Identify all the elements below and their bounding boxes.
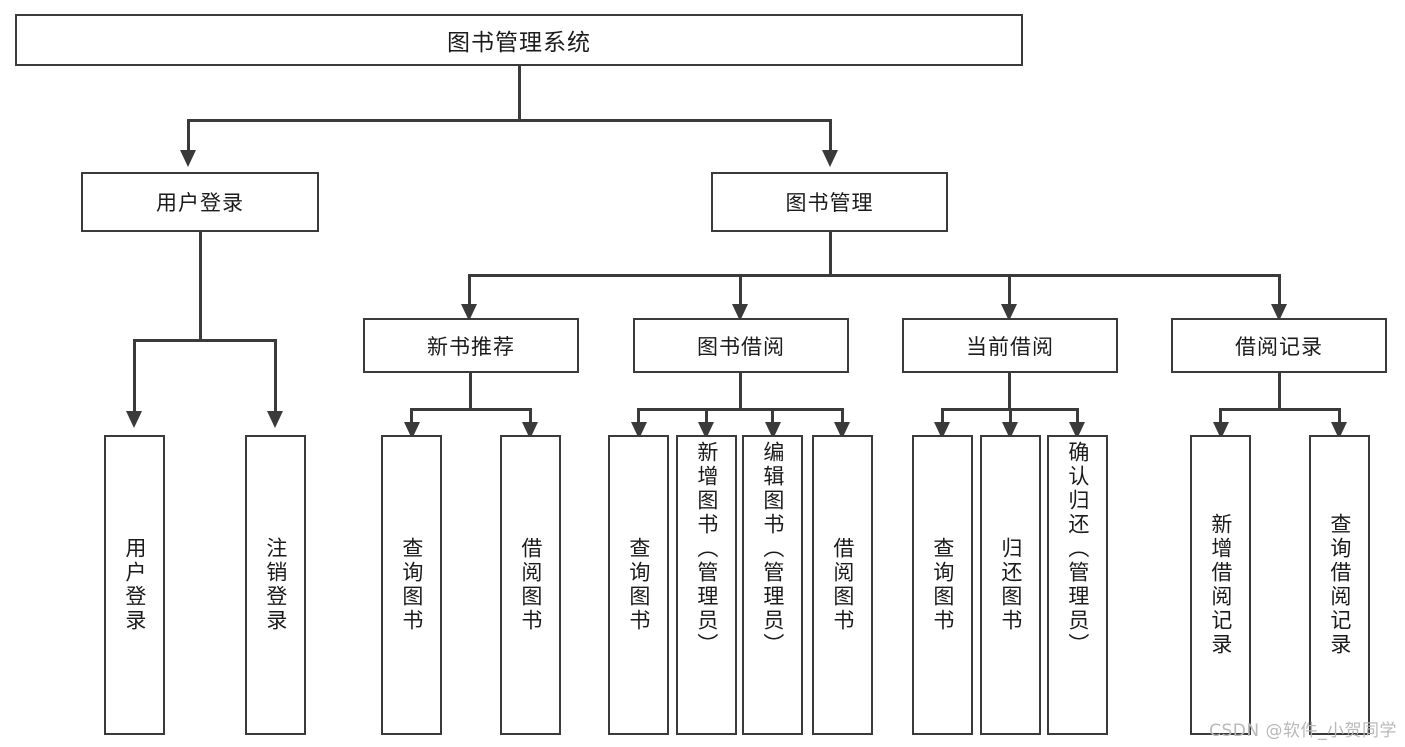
node-leaf-edit-book[interactable]: 编辑图书（管理员） <box>742 435 803 735</box>
connector-current-borrow-drop-1 <box>941 408 944 426</box>
arrow-to-leaf-query-book-1 <box>404 422 420 439</box>
node-label: 确认归还（管理员） <box>1065 441 1090 657</box>
connector-root-to-book-manage <box>829 119 832 151</box>
node-book-borrow[interactable]: 图书借阅 <box>633 318 849 373</box>
node-leaf-query-book-2[interactable]: 查询图书 <box>608 435 669 735</box>
connector-book-manage-stem <box>829 232 832 274</box>
arrow-to-leaf-query-book-2 <box>631 422 647 439</box>
connector-root-stem <box>518 66 521 119</box>
arrow-to-leaf-edit-book <box>765 422 781 439</box>
node-label: 查询图书 <box>930 537 955 633</box>
connector-user-login-stem <box>199 232 202 339</box>
arrow-to-book-manage <box>822 150 838 167</box>
connector-book-manage-drop-1 <box>468 274 471 305</box>
arrow-to-user-login <box>180 150 196 167</box>
node-leaf-user-logout[interactable]: 注销登录 <box>245 435 306 735</box>
node-book-manage[interactable]: 图书管理 <box>711 172 948 232</box>
node-label: 查询借阅记录 <box>1327 513 1352 657</box>
node-borrow-record[interactable]: 借阅记录 <box>1171 318 1387 373</box>
connector-book-borrow-drop-2 <box>705 408 708 426</box>
connector-borrow-record-drop-2 <box>1338 408 1341 426</box>
node-label: 借阅图书 <box>830 537 855 633</box>
connector-book-manage-bus <box>468 274 1280 277</box>
node-root-system[interactable]: 图书管理系统 <box>15 14 1023 66</box>
node-label: 用户登录 <box>122 537 147 633</box>
node-label: 当前借阅 <box>966 334 1054 359</box>
csdn-watermark: CSDN @软件_小贺同学 <box>1209 721 1397 741</box>
connector-book-borrow-stem <box>739 373 742 408</box>
connector-new-book-stem <box>469 373 472 408</box>
arrow-to-leaf-query-book-3 <box>934 422 950 439</box>
connector-book-borrow-bus <box>637 408 843 411</box>
connector-book-borrow-drop-3 <box>771 408 774 426</box>
connector-current-borrow-stem <box>1008 373 1011 408</box>
node-label: 新书推荐 <box>427 334 515 359</box>
connector-new-book-bus <box>410 408 531 411</box>
node-new-book-recommend[interactable]: 新书推荐 <box>363 318 579 373</box>
node-current-borrow[interactable]: 当前借阅 <box>902 318 1118 373</box>
node-leaf-borrow-book-1[interactable]: 借阅图书 <box>500 435 561 735</box>
node-label: 注销登录 <box>263 537 288 633</box>
node-label: 新增图书（管理员） <box>694 441 719 657</box>
node-leaf-borrow-book-2[interactable]: 借阅图书 <box>812 435 873 735</box>
connector-current-borrow-drop-3 <box>1076 408 1079 426</box>
connector-user-login-drop-2 <box>274 339 277 412</box>
arrow-to-leaf-borrow-book-2 <box>834 422 850 439</box>
connector-book-borrow-drop-1 <box>637 408 640 426</box>
arrow-to-leaf-add-book <box>698 422 714 439</box>
connector-borrow-record-stem <box>1278 373 1281 408</box>
node-label: 查询图书 <box>626 537 651 633</box>
connector-new-book-drop-2 <box>529 408 532 426</box>
connector-root-bus <box>187 119 832 122</box>
node-user-login[interactable]: 用户登录 <box>81 172 319 232</box>
node-leaf-query-book-1[interactable]: 查询图书 <box>381 435 442 735</box>
arrow-to-leaf-user-logout <box>267 411 283 428</box>
arrow-to-book-borrow <box>732 304 748 321</box>
connector-book-manage-drop-4 <box>1278 274 1281 305</box>
connector-borrow-record-drop-1 <box>1219 408 1222 426</box>
node-label: 图书管理 <box>785 191 874 215</box>
node-label: 图书管理系统 <box>447 30 591 56</box>
arrow-to-borrow-record <box>1271 304 1287 321</box>
arrow-to-leaf-borrow-book-1 <box>522 422 538 439</box>
node-leaf-query-record[interactable]: 查询借阅记录 <box>1309 435 1370 735</box>
node-leaf-return-book[interactable]: 归还图书 <box>980 435 1041 735</box>
node-label: 新增借阅记录 <box>1208 513 1233 657</box>
connector-root-to-user-login <box>187 119 190 151</box>
node-label: 编辑图书（管理员） <box>760 441 785 657</box>
node-leaf-add-book[interactable]: 新增图书（管理员） <box>676 435 737 735</box>
node-label: 查询图书 <box>399 537 424 633</box>
node-label: 图书借阅 <box>697 334 785 359</box>
arrow-to-leaf-return-book <box>1002 422 1018 439</box>
arrow-to-leaf-query-record <box>1331 422 1347 439</box>
node-leaf-confirm-return[interactable]: 确认归还（管理员） <box>1047 435 1108 735</box>
arrow-to-current-borrow <box>1001 304 1017 321</box>
connector-user-login-drop-1 <box>133 339 136 412</box>
arrow-to-leaf-user-login <box>126 411 142 428</box>
connector-current-borrow-drop-2 <box>1009 408 1012 426</box>
node-label: 借阅记录 <box>1235 334 1323 359</box>
node-leaf-add-record[interactable]: 新增借阅记录 <box>1190 435 1251 735</box>
connector-user-login-bus <box>133 339 277 342</box>
connector-book-borrow-drop-4 <box>841 408 844 426</box>
node-label: 用户登录 <box>156 191 244 215</box>
connector-book-manage-drop-3 <box>1008 274 1011 305</box>
node-leaf-query-book-3[interactable]: 查询图书 <box>912 435 973 735</box>
node-leaf-user-login[interactable]: 用户登录 <box>104 435 165 735</box>
node-label: 借阅图书 <box>518 537 543 633</box>
connector-new-book-drop-1 <box>410 408 413 426</box>
arrow-to-leaf-add-record <box>1213 422 1229 439</box>
connector-borrow-record-bus <box>1219 408 1340 411</box>
arrow-to-new-book-recommend <box>461 304 477 321</box>
arrow-to-leaf-confirm-return <box>1069 422 1085 439</box>
node-label: 归还图书 <box>998 537 1023 633</box>
connector-book-manage-drop-2 <box>739 274 742 305</box>
